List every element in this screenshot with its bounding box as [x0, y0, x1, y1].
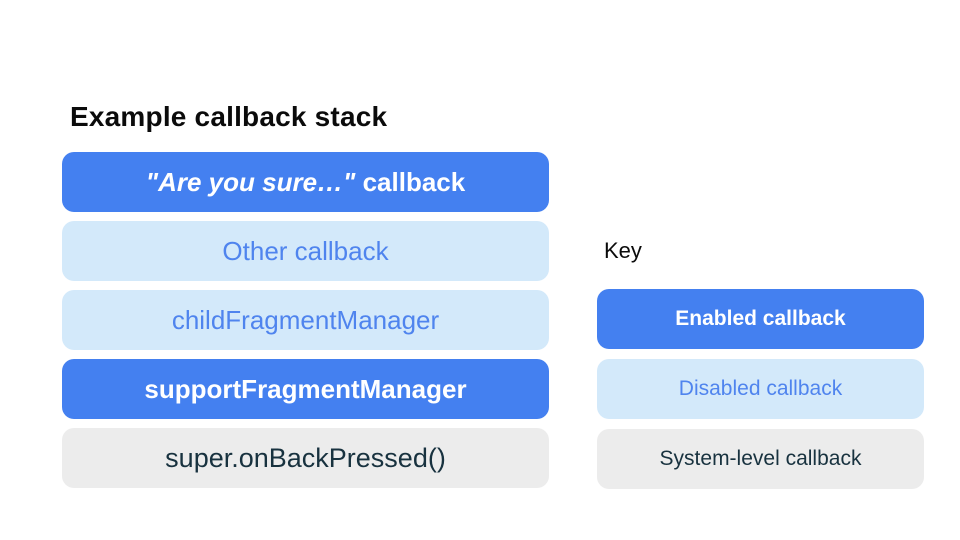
- callback-stack: "Are you sure…" callback Other callback …: [62, 152, 549, 488]
- key-item-disabled-callback: Disabled callback: [597, 359, 924, 419]
- key-item-enabled-callback: Enabled callback: [597, 289, 924, 349]
- key-legend: Enabled callback Disabled callback Syste…: [597, 289, 924, 489]
- stack-item-label: super.onBackPressed(): [165, 442, 446, 473]
- stack-item-are-you-sure: "Are you sure…" callback: [62, 152, 549, 212]
- page-title: Example callback stack: [70, 101, 388, 132]
- stack-item-support-fragment-manager: supportFragmentManager: [62, 359, 549, 419]
- stack-item-label: supportFragmentManager: [144, 373, 467, 404]
- key-item-label: Enabled callback: [675, 307, 846, 330]
- stack-item-label: "Are you sure…" callback: [146, 167, 465, 198]
- key-item-system-level-callback: System-level callback: [597, 429, 924, 489]
- stack-item-label-rest: callback: [355, 166, 466, 197]
- stack-item-child-fragment-manager: childFragmentManager: [62, 290, 549, 350]
- key-item-label: Disabled callback: [678, 377, 843, 400]
- stack-item-label-quoted: "Are you sure…": [145, 166, 356, 197]
- stack-item-label: Other callback: [222, 235, 389, 266]
- stack-item-super-onbackpressed: super.onBackPressed(): [62, 428, 549, 488]
- key-item-label: System-level callback: [659, 447, 862, 470]
- stack-item-label: childFragmentManager: [171, 304, 440, 335]
- key-heading: Key: [604, 238, 642, 263]
- stack-item-other-callback: Other callback: [62, 221, 549, 281]
